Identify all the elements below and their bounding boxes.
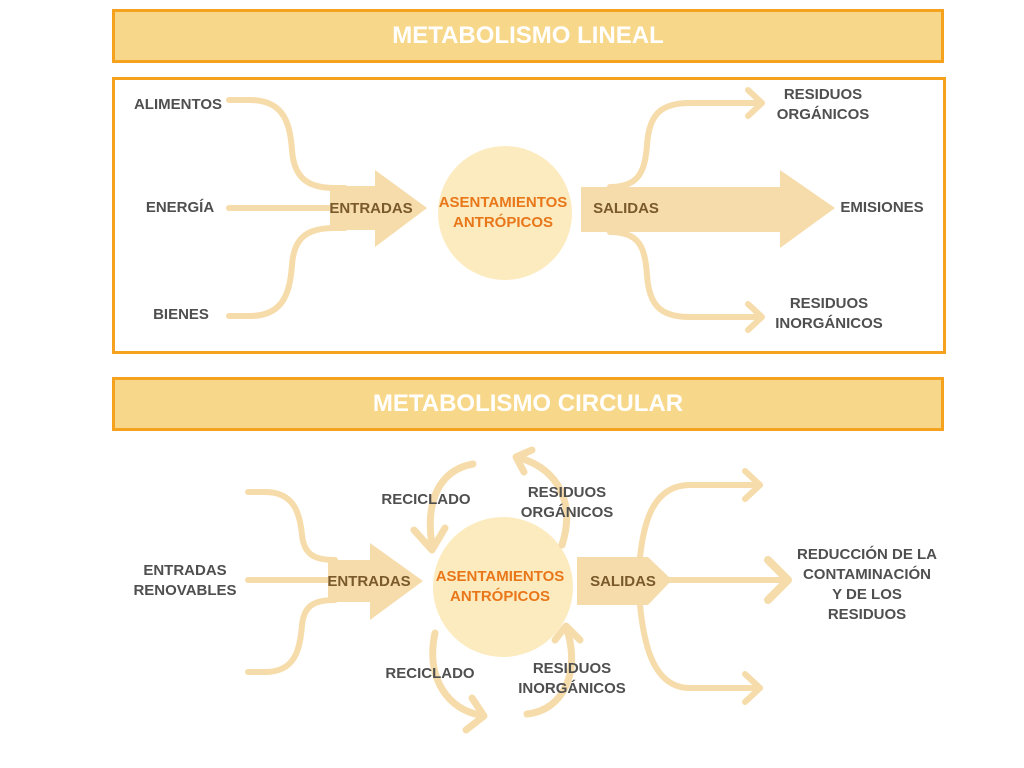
circular-residuos-organicos-line2: ORGÁNICOS <box>520 504 614 521</box>
circular-output-line4: RESIDUOS <box>827 606 907 623</box>
circular-title: METABOLISMO CIRCULAR <box>372 390 684 417</box>
linear-output-curve-inorganicos <box>607 229 763 320</box>
circular-entradas-arrow <box>328 543 423 620</box>
circular-output-line2: CONTAMINACIÓN <box>802 566 932 583</box>
circular-output-arrowhead-top <box>742 468 763 502</box>
linear-input-bienes: BIENES <box>153 306 209 323</box>
linear-input-curve-bienes <box>226 225 348 319</box>
linear-center-line1: ASENTAMIENTOS <box>438 194 568 211</box>
circular-reciclado-bottom: RECICLADO <box>385 665 475 682</box>
linear-input-curve-alimentos <box>226 97 348 191</box>
circular-salidas-label: SALIDAS <box>590 573 656 590</box>
loop-arrowhead-residuos-organicos <box>512 446 536 476</box>
loop-arrowhead-reciclado-top <box>410 524 449 554</box>
linear-input-alimentos: ALIMENTOS <box>133 96 223 113</box>
loop-arrow-residuos-organicos <box>516 454 571 549</box>
circular-output-arrowhead-middle <box>764 556 792 604</box>
circular-reciclado-top: RECICLADO <box>381 491 471 508</box>
circular-residuos-inorganicos-line1: RESIDUOS <box>532 660 612 677</box>
linear-input-energia: ENERGÍA <box>145 199 215 216</box>
circular-center-circle <box>433 517 573 657</box>
linear-entradas-label: ENTRADAS <box>329 200 413 217</box>
circular-entradas-label: ENTRADAS <box>327 573 411 590</box>
linear-salidas-arrow <box>581 170 835 248</box>
circular-output-line3: Y DE LOS <box>832 586 902 603</box>
circular-output-curve-top <box>637 482 763 560</box>
linear-salidas-label: SALIDAS <box>593 200 659 217</box>
circular-input-line2: RENOVABLES <box>133 582 237 599</box>
loop-arrowhead-residuos-inorganicos <box>551 622 584 644</box>
circular-input-curve-bottom <box>245 597 338 675</box>
circular-salidas-arrow <box>577 557 672 605</box>
circular-residuos-organicos-line1: RESIDUOS <box>527 484 607 501</box>
linear-output-arrowhead-organicos <box>745 87 765 119</box>
circular-output-curve-bottom <box>637 602 763 691</box>
loop-arrow-reciclado-top <box>426 460 477 549</box>
loop-arrowhead-reciclado-bottom <box>462 694 488 734</box>
circular-residuos-inorganicos-line2: INORGÁNICOS <box>518 680 626 697</box>
linear-entradas-arrow <box>330 170 427 247</box>
circular-title-banner: METABOLISMO CIRCULAR <box>112 377 944 431</box>
linear-title: METABOLISMO LINEAL <box>392 22 664 49</box>
loop-arrow-reciclado-bottom <box>429 629 484 719</box>
linear-output-inorganicos-line2: INORGÁNICOS <box>775 315 883 332</box>
circular-center-line1: ASENTAMIENTOS <box>435 568 565 585</box>
linear-center-line2: ANTRÓPICOS <box>452 214 554 231</box>
circular-output-line1: REDUCCIÓN DE LA <box>796 546 938 563</box>
circular-input-curve-top <box>245 489 338 563</box>
linear-title-banner: METABOLISMO LINEAL <box>112 9 944 63</box>
circular-output-arrowhead-bottom <box>742 671 763 705</box>
linear-center-circle <box>438 146 572 280</box>
linear-output-emisiones: EMISIONES <box>840 199 924 216</box>
linear-output-arrowhead-inorganicos <box>745 301 765 333</box>
loop-arrow-residuos-inorganicos <box>523 626 576 718</box>
linear-output-organicos-line1: RESIDUOS <box>783 86 863 103</box>
circular-input-line1: ENTRADAS <box>143 562 227 579</box>
linear-output-inorganicos-line1: RESIDUOS <box>789 295 869 312</box>
linear-output-curve-organicos <box>607 100 763 190</box>
linear-output-organicos-line2: ORGÁNICOS <box>776 106 870 123</box>
circular-center-line2: ANTRÓPICOS <box>449 588 551 605</box>
